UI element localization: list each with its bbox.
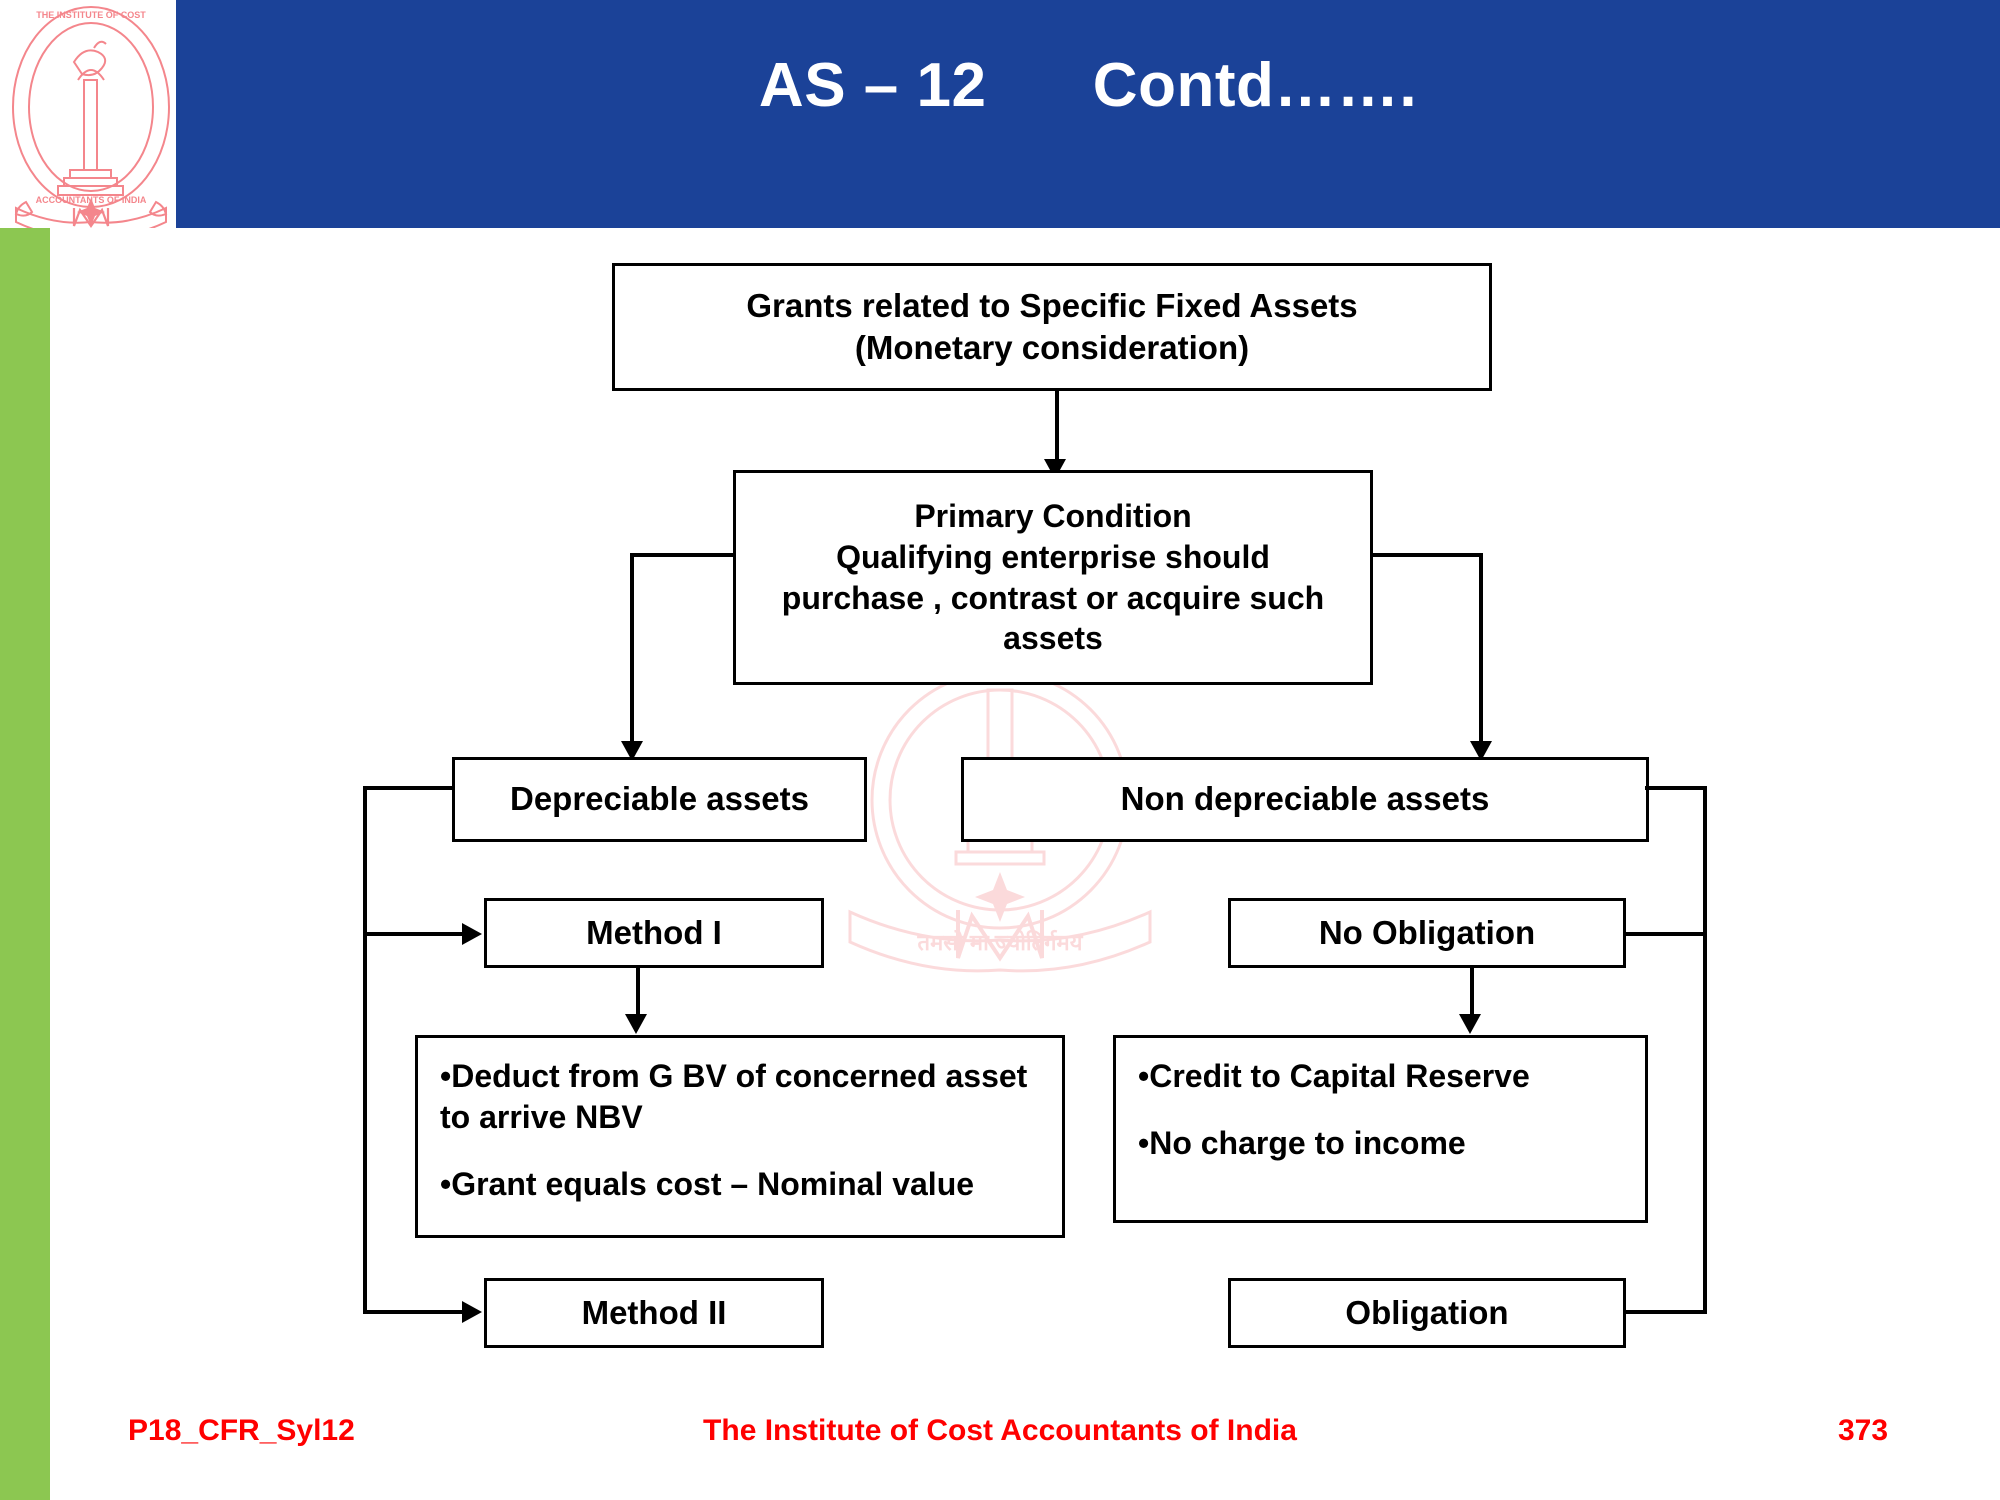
connector-right-spine <box>1703 786 1707 1313</box>
connector-nondepreciable-right-stub <box>1645 786 1707 790</box>
connector-method1-to-left-details <box>636 968 640 1022</box>
flow-node-method-1[interactable]: Method I <box>484 898 824 968</box>
flow-node-grants[interactable]: Grants related to Specific Fixed Assets … <box>612 263 1492 391</box>
page-title: AS – 12 Contd……. <box>758 51 1418 120</box>
flow-node-no-obligation[interactable]: No Obligation <box>1228 898 1626 968</box>
institute-logo: THE INSTITUTE OF COST ACCOUNTANTS OF IND… <box>8 2 174 228</box>
flow-node-primary-condition[interactable]: Primary Condition Qualifying enterprise … <box>733 470 1373 685</box>
connector-to-method-2 <box>363 1310 466 1314</box>
svg-text:THE INSTITUTE OF COST: THE INSTITUTE OF COST <box>36 10 146 20</box>
arrowhead-primary-to-depreciable <box>621 741 643 761</box>
connector-grants-to-primary <box>1055 391 1059 467</box>
arrowhead-to-method-2 <box>462 1301 482 1323</box>
svg-text:तमसो मा ज्योतिर्गमय: तमसो मा ज्योतिर्गमय <box>917 929 1084 955</box>
title-band <box>176 0 2000 228</box>
arrowhead-primary-to-nondepreciable <box>1470 741 1492 761</box>
connector-primary-left-vertical <box>630 553 634 749</box>
flow-node-no-obligation-details[interactable]: •Credit to Capital Reserve •No charge to… <box>1113 1035 1648 1223</box>
flow-node-grants-label: Grants related to Specific Fixed Assets … <box>746 286 1358 366</box>
connector-to-obligation <box>1622 1310 1707 1314</box>
flow-node-non-depreciable-assets[interactable]: Non depreciable assets <box>961 757 1649 842</box>
connector-noobligation-to-right-details <box>1470 968 1474 1022</box>
arrowhead-method1-to-left-details <box>625 1014 647 1034</box>
flow-node-obligation[interactable]: Obligation <box>1228 1278 1626 1348</box>
flow-node-method-2-label: Method II <box>581 1293 727 1331</box>
connector-depreciable-left-stub <box>363 786 455 790</box>
connector-primary-right-horizontal <box>1371 553 1483 557</box>
bullet-no-charge-to-income: •No charge to income <box>1138 1124 1466 1161</box>
bullet-deduct-from-gbv: •Deduct from G BV of concerned asset to … <box>440 1058 1028 1135</box>
flow-node-method-2[interactable]: Method II <box>484 1278 824 1348</box>
svg-text:ACCOUNTANTS OF INDIA: ACCOUNTANTS OF INDIA <box>36 195 147 205</box>
connector-to-no-obligation <box>1622 932 1707 936</box>
flow-node-obligation-label: Obligation <box>1345 1293 1509 1331</box>
green-accent-bar <box>0 228 50 1500</box>
connector-to-method-1 <box>363 932 466 936</box>
connector-primary-right-vertical <box>1479 553 1483 749</box>
flow-node-depreciable-assets-label: Depreciable assets <box>509 780 809 818</box>
flow-node-primary-condition-label: Primary Condition Qualifying enterprise … <box>781 497 1325 657</box>
flow-node-non-depreciable-assets-label: Non depreciable assets <box>1120 780 1490 818</box>
footer-institute-name: The Institute of Cost Accountants of Ind… <box>703 1414 1297 1447</box>
bullet-credit-to-capital-reserve: •Credit to Capital Reserve <box>1138 1058 1530 1094</box>
arrowhead-noobligation-to-right-details <box>1459 1014 1481 1034</box>
footer-page-number: 373 <box>1838 1414 1889 1447</box>
bullet-grant-equals-cost: •Grant equals cost – Nominal value <box>440 1165 975 1202</box>
connector-primary-left-horizontal <box>630 553 735 557</box>
connector-left-spine <box>363 786 367 1313</box>
flow-node-no-obligation-label: No Obligation <box>1318 913 1536 951</box>
flow-node-method-1-details[interactable]: •Deduct from G BV of concerned asset to … <box>415 1035 1065 1238</box>
arrowhead-to-method-1 <box>462 923 482 945</box>
flow-node-depreciable-assets[interactable]: Depreciable assets <box>452 757 867 842</box>
flow-node-method-1-label: Method I <box>586 913 722 951</box>
footer-subject-code: P18_CFR_Syl12 <box>128 1414 355 1447</box>
